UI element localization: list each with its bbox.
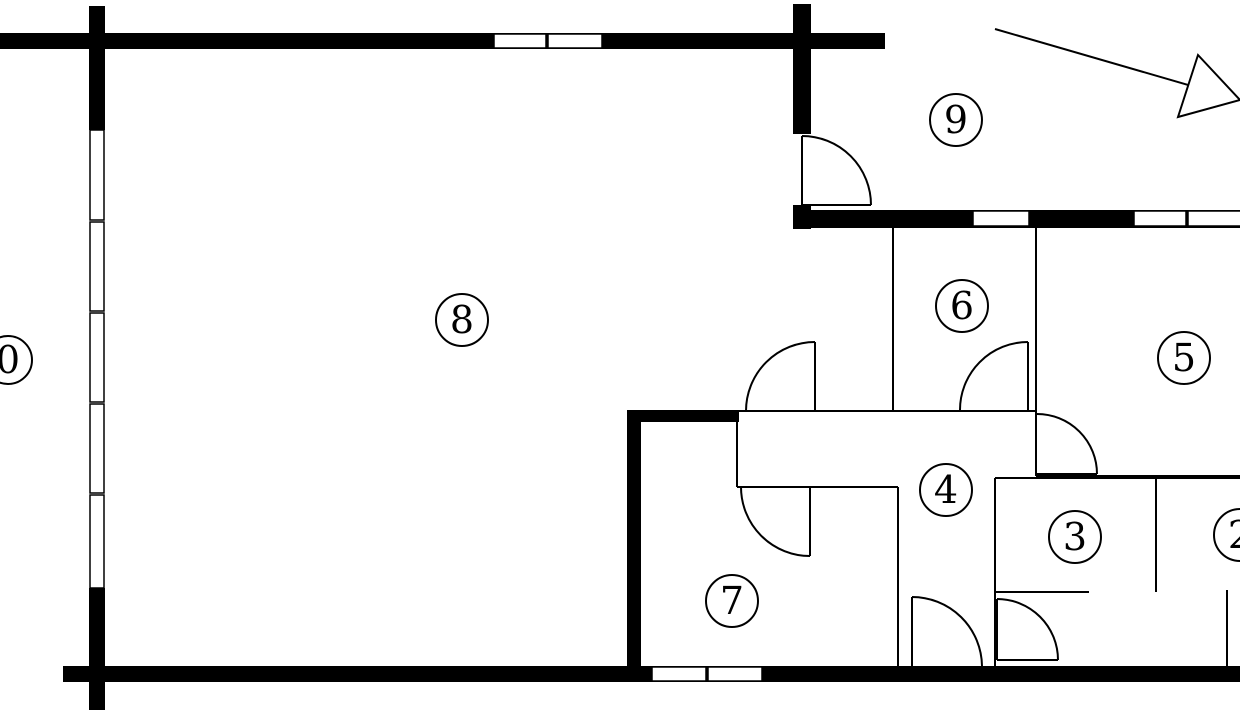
door-room7-lower bbox=[911, 596, 983, 667]
window-left bbox=[89, 129, 105, 221]
svg-text:6: 6 bbox=[950, 284, 974, 328]
window-bottom bbox=[651, 666, 707, 682]
window-room6 bbox=[972, 210, 1030, 227]
svg-text:5: 5 bbox=[1172, 336, 1196, 380]
svg-text:3: 3 bbox=[1063, 515, 1087, 559]
svg-text:9: 9 bbox=[944, 98, 968, 142]
door-room8 bbox=[745, 341, 816, 412]
doors bbox=[740, 135, 1098, 667]
room-label-6: 6 bbox=[935, 279, 989, 333]
room-label-3: 3 bbox=[1048, 510, 1102, 564]
svg-text:4: 4 bbox=[934, 468, 958, 512]
room-label-9: 9 bbox=[929, 93, 983, 147]
room-label-0: 0 bbox=[0, 335, 33, 385]
room-label-7: 7 bbox=[705, 574, 759, 628]
room-label-2: 2 bbox=[1213, 508, 1240, 562]
windows bbox=[89, 33, 1240, 682]
north-arrow-icon bbox=[994, 28, 1240, 119]
door-room9 bbox=[801, 135, 872, 206]
svg-text:8: 8 bbox=[450, 298, 474, 342]
interior-walls bbox=[736, 228, 1240, 666]
svg-text:2: 2 bbox=[1228, 513, 1240, 557]
exterior-walls bbox=[0, 4, 1240, 710]
door-room5 bbox=[1036, 413, 1098, 475]
door-room3 bbox=[996, 598, 1059, 661]
door-room7-upper bbox=[740, 486, 811, 557]
svg-text:7: 7 bbox=[720, 579, 744, 623]
door-room6 bbox=[958, 341, 1029, 412]
window-top bbox=[493, 33, 547, 49]
room-labels: 0 8 9 6 5 4 3 2 bbox=[0, 93, 1240, 628]
svg-text:0: 0 bbox=[0, 338, 20, 382]
room-label-8: 8 bbox=[435, 293, 489, 347]
room-label-5: 5 bbox=[1157, 331, 1211, 385]
room-label-4: 4 bbox=[919, 463, 973, 517]
window-room5 bbox=[1133, 210, 1187, 227]
